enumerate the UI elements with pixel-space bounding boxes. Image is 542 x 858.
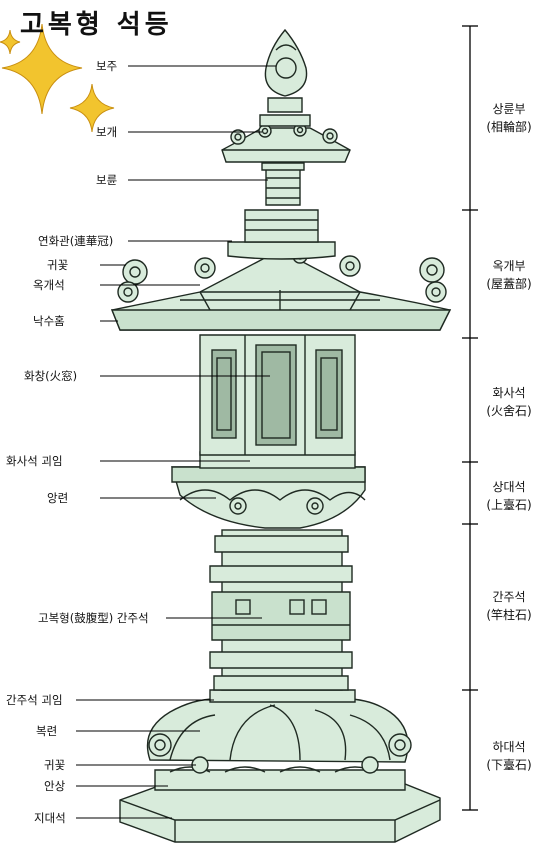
roof-corner-flower-left [122, 259, 148, 285]
section-hwasaseok: 화사석 (火舍石) [486, 386, 532, 418]
pillar-band-4 [213, 675, 349, 691]
sparkle-icon [1, 23, 83, 115]
label-ganjuseok-goim: 간주석 괴임 [6, 693, 63, 707]
page-title: 고복형 석등 [20, 10, 173, 40]
label-okgaeseok: 옥개석 [33, 278, 65, 292]
label-boryun: 보륜 [96, 173, 118, 187]
sparkle-icon-tiny [0, 29, 21, 55]
section-ganjuseok: 간주석 (竿柱石) [486, 590, 532, 622]
label-angryeon: 앙련 [47, 491, 69, 505]
label-gwikkot-bottom: 귀꽃 [44, 758, 66, 772]
label-bogae: 보개 [96, 125, 118, 139]
pillar-band-2 [209, 565, 353, 583]
label-boju: 보주 [96, 59, 118, 73]
label-naksuhom: 낙수홈 [33, 314, 65, 328]
label-hwachang: 화창(火窓) [24, 369, 78, 383]
lantern-drawing [110, 28, 452, 843]
section-brackets [462, 25, 478, 811]
sparkle-icon-small [69, 83, 115, 133]
label-gwikkot-top: 귀꽃 [47, 258, 69, 272]
label-hwasaseok-goim: 화사석 괴임 [6, 454, 63, 468]
label-jidaeseok: 지대석 [34, 811, 66, 825]
section-hadaeseok: 하대석 (下臺石) [486, 740, 532, 772]
leader-lines [76, 65, 276, 819]
section-sangryunbu: 상륜부 (相輪部) [486, 102, 532, 134]
label-bokryeon: 복련 [36, 724, 58, 738]
pillar-band-3 [209, 651, 353, 669]
drip-groove [110, 309, 452, 331]
sparkle-decoration [0, 23, 115, 133]
lotus-crown [227, 241, 336, 260]
roof-corner-flower-right [419, 257, 445, 283]
label-gobokhyeong: 고복형(鼓腹型) 간주석 [38, 611, 149, 625]
pillar-band-1 [214, 535, 349, 553]
jewel-finial [264, 28, 308, 97]
label-yeonhwagwan: 연화관(連華冠) [38, 234, 114, 248]
pillar-band-mid [211, 591, 351, 641]
section-sangdaeseok: 상대석 (上臺石) [486, 480, 532, 512]
label-ansang: 안상 [44, 779, 66, 793]
section-okgaebu: 옥개부 (屋蓋部) [486, 259, 532, 291]
lower-pedestal [154, 769, 406, 791]
pillar-support [209, 689, 356, 703]
roof-top-band [244, 209, 319, 243]
fire-window-left [211, 349, 237, 439]
treasure-ring [265, 167, 301, 206]
fire-window-right [315, 349, 343, 439]
